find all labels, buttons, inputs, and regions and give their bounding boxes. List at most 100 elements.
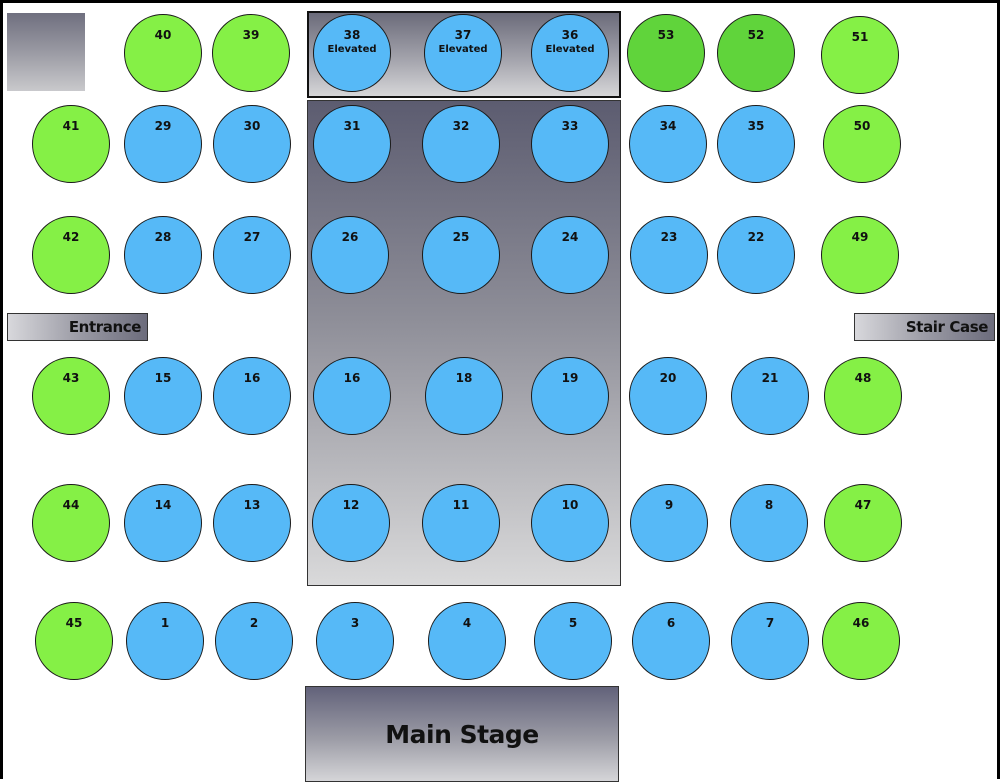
table-13[interactable]: 13 [213,484,291,562]
table-number: 20 [659,371,677,385]
table-33[interactable]: 33 [531,105,609,183]
table-23[interactable]: 23 [630,216,708,294]
table-number: 44 [62,498,80,512]
table-number: 51 [851,30,869,44]
table-32[interactable]: 32 [422,105,500,183]
table-41[interactable]: 41 [32,105,110,183]
table-6[interactable]: 6 [632,602,710,680]
table-45[interactable]: 45 [35,602,113,680]
table-number: 4 [462,616,472,630]
table-number: 8 [764,498,774,512]
table-30[interactable]: 30 [213,105,291,183]
table-26[interactable]: 26 [311,216,389,294]
table-8[interactable]: 8 [730,484,808,562]
table-27[interactable]: 27 [213,216,291,294]
table-number: 1 [160,616,170,630]
table-number: 49 [851,230,869,244]
table-number: 47 [854,498,872,512]
table-number: 35 [747,119,765,133]
table-number: 46 [852,616,870,630]
table-50[interactable]: 50 [823,105,901,183]
table-11[interactable]: 11 [422,484,500,562]
table-number: 3 [350,616,360,630]
table-number: 38 [343,28,361,42]
main-stage: Main Stage [305,686,619,782]
table-39[interactable]: 39 [212,14,290,92]
table-number: 42 [62,230,80,244]
table-15[interactable]: 15 [124,357,202,435]
table-number: 34 [659,119,677,133]
table-48[interactable]: 48 [824,357,902,435]
table-40[interactable]: 40 [124,14,202,92]
table-number: 16 [343,371,361,385]
table-7[interactable]: 7 [731,602,809,680]
table-tag: Elevated [438,44,488,55]
table-number: 52 [747,28,765,42]
table-number: 43 [62,371,80,385]
table-tag: Elevated [327,44,377,55]
table-49[interactable]: 49 [821,216,899,294]
table-14[interactable]: 14 [124,484,202,562]
table-number: 45 [65,616,83,630]
table-number: 13 [243,498,261,512]
table-12[interactable]: 12 [312,484,390,562]
table-number: 29 [154,119,172,133]
table-number: 50 [853,119,871,133]
table-number: 18 [455,371,473,385]
table-number: 30 [243,119,261,133]
table-number: 39 [242,28,260,42]
table-number: 37 [454,28,472,42]
table-25[interactable]: 25 [422,216,500,294]
table-number: 15 [154,371,172,385]
table-number: 14 [154,498,172,512]
table-19[interactable]: 19 [531,357,609,435]
table-53[interactable]: 53 [627,14,705,92]
table-number: 11 [452,498,470,512]
table-35[interactable]: 35 [717,105,795,183]
table-number: 32 [452,119,470,133]
table-31[interactable]: 31 [313,105,391,183]
table-20[interactable]: 20 [629,357,707,435]
table-number: 31 [343,119,361,133]
table-3[interactable]: 3 [316,602,394,680]
table-number: 10 [561,498,579,512]
table-10[interactable]: 10 [531,484,609,562]
table-22[interactable]: 22 [717,216,795,294]
table-44[interactable]: 44 [32,484,110,562]
table-number: 28 [154,230,172,244]
table-18[interactable]: 18 [425,357,503,435]
table-4[interactable]: 4 [428,602,506,680]
table-number: 16 [243,371,261,385]
table-24[interactable]: 24 [531,216,609,294]
table-29[interactable]: 29 [124,105,202,183]
entrance-sign: Entrance [7,313,148,341]
table-9[interactable]: 9 [630,484,708,562]
table-number: 7 [765,616,775,630]
table-number: 21 [761,371,779,385]
table-2[interactable]: 2 [215,602,293,680]
table-number: 24 [561,230,579,244]
table-1[interactable]: 1 [126,602,204,680]
table-16[interactable]: 16 [213,357,291,435]
table-46[interactable]: 46 [822,602,900,680]
entrance-label: Entrance [68,318,142,336]
table-51[interactable]: 51 [821,16,899,94]
table-28[interactable]: 28 [124,216,202,294]
table-number: 53 [657,28,675,42]
table-number: 27 [243,230,261,244]
table-number: 41 [62,119,80,133]
table-52[interactable]: 52 [717,14,795,92]
table-number: 26 [341,230,359,244]
table-number: 5 [568,616,578,630]
table-34[interactable]: 34 [629,105,707,183]
table-42[interactable]: 42 [32,216,110,294]
table-17[interactable]: 16 [313,357,391,435]
table-43[interactable]: 43 [32,357,110,435]
table-5[interactable]: 5 [534,602,612,680]
table-47[interactable]: 47 [824,484,902,562]
table-21[interactable]: 21 [731,357,809,435]
